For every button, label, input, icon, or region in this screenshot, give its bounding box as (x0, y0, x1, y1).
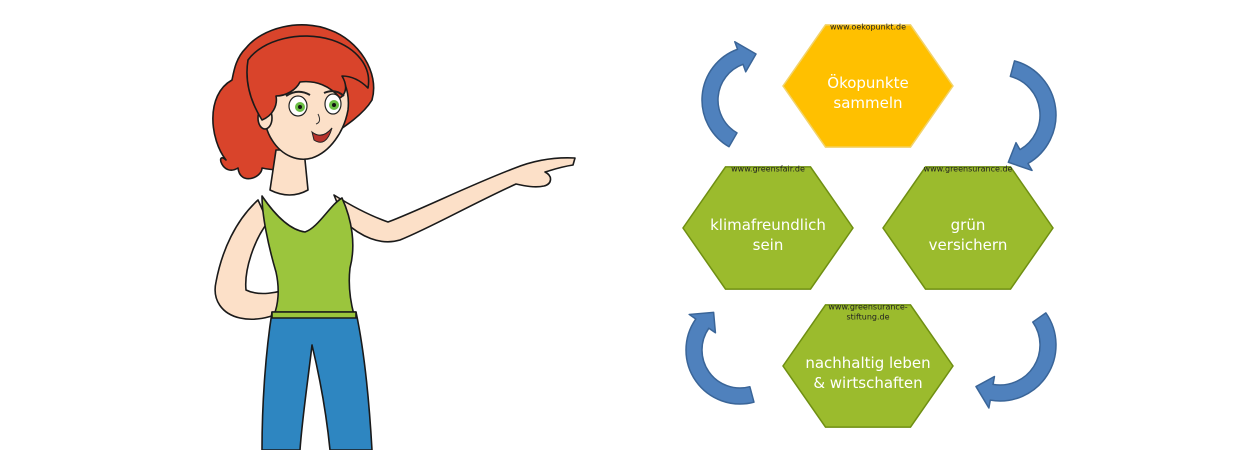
hexagon-url: www.oekopunkt.de (830, 22, 906, 31)
tank-top (261, 195, 355, 316)
hexagon-label-line2: sein (753, 236, 784, 254)
hexagon-shape (782, 304, 954, 428)
hexagon-label-line2: versichern (929, 236, 1008, 254)
hexagon-stiftung: www.greensurance-stiftung.de nachhaltig l… (782, 302, 954, 428)
hexagon-label-line1: nachhaltig leben (805, 354, 930, 372)
hexagon-label-line2: sammeln (833, 94, 902, 112)
hexagon-url: www.greensurance.de (924, 164, 1013, 173)
woman-pointing-icon (212, 24, 576, 450)
hexagon-url: www.greensurance- (828, 302, 907, 311)
hexagon-shape (882, 166, 1054, 290)
hexagon-label-line1: klimafreundlich (710, 216, 826, 234)
curved-arrow-icon-bottom-left (685, 311, 755, 405)
curved-arrow-icon-top-right (1007, 60, 1057, 172)
hexagon-greensurance: www.greensurance.de grün versichern (882, 164, 1054, 290)
hexagon-shape (682, 166, 854, 290)
hexagon-label-line1: grün (951, 216, 986, 234)
waistband (271, 311, 357, 319)
eyes (285, 90, 345, 117)
arrow-layer (685, 40, 1057, 409)
hexagon-url: www.greensfair.de (731, 164, 805, 173)
hexagon-label-line2: & wirtschaften (813, 374, 922, 392)
mouth (311, 127, 333, 143)
pointing-arm (333, 157, 576, 243)
curved-arrow-icon-bottom-right (975, 312, 1057, 409)
hexagon-label-line1: Ökopunkte (827, 73, 908, 92)
hexagon-shape (782, 24, 954, 148)
jeans (261, 311, 373, 450)
neck (269, 149, 309, 196)
hexagon-greensfair: www.greensfair.de klimafreundlich sein (682, 164, 854, 290)
hexagon-url-line2: stiftung.de (846, 312, 889, 321)
curved-arrow-icon-top-left (701, 40, 757, 148)
